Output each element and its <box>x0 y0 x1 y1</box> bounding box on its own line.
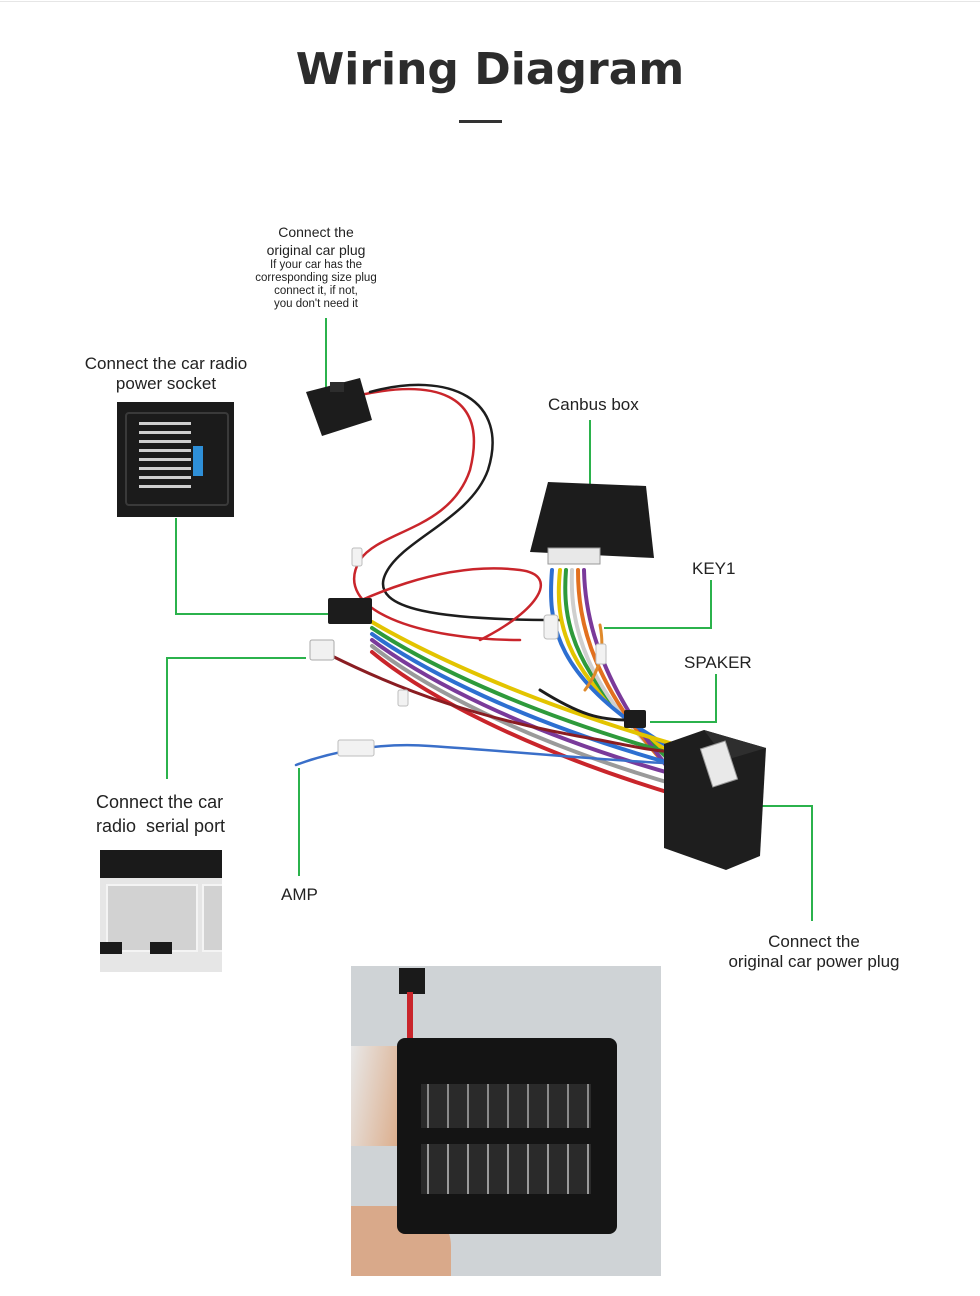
leader-key1 <box>604 580 712 629</box>
label-original-plug-note4: you don't need it <box>273 298 359 310</box>
label-original-plug-note1: If your car has the <box>269 259 363 271</box>
leader-serial-port <box>166 657 306 779</box>
main-power-connector <box>664 730 766 870</box>
label-original-plug-line2: original car plug <box>266 242 366 258</box>
page-title: Wiring Diagram <box>295 44 685 95</box>
label-power-plug-line2: original car power plug <box>728 952 900 971</box>
label-original-plug-line1: Connect the <box>278 224 354 240</box>
label-amp: AMP <box>281 885 318 904</box>
label-speaker: SPAKER <box>684 653 752 672</box>
canbus-box <box>530 482 654 565</box>
label-serial-port: Connect the car radio serial port <box>96 790 225 838</box>
title-underline <box>459 120 502 123</box>
leader-power-socket <box>175 518 330 615</box>
wire-red-top <box>352 387 522 642</box>
wire-red-loop <box>328 567 542 642</box>
serial-port-photo <box>100 850 222 972</box>
label-power-socket: Connect the car radio power socket <box>60 354 272 394</box>
label-power-socket-line2: power socket <box>115 374 217 393</box>
cable-tags <box>337 547 607 757</box>
label-serial-port-line1: Connect the car <box>96 792 224 812</box>
label-power-plug-line1: Connect the <box>768 932 860 951</box>
socket-connector <box>328 598 372 624</box>
serial-connector <box>309 639 335 661</box>
label-key1: KEY1 <box>692 559 736 578</box>
wire-serial <box>328 653 682 754</box>
label-original-plug: Connect the original car plug If your ca… <box>236 223 396 311</box>
label-power-plug: Connect the original car power plug <box>712 932 916 972</box>
leader-speaker <box>650 674 717 723</box>
label-original-plug-note2: corresponding size plug <box>255 272 377 284</box>
wire-speaker <box>538 688 630 722</box>
top-divider <box>0 1 980 2</box>
wire-harness <box>294 383 690 798</box>
label-canbus: Canbus box <box>548 395 639 414</box>
wire-black-top <box>368 383 562 622</box>
speaker-connector <box>624 710 646 728</box>
label-power-socket-line1: Connect the car radio <box>84 354 248 373</box>
label-serial-port-line2: radio serial port <box>96 816 226 836</box>
original-plug-connector <box>306 378 372 436</box>
label-original-plug-note3: connect it, if not, <box>274 285 358 297</box>
power-socket-photo <box>117 402 234 517</box>
leader-lines <box>166 318 813 921</box>
power-plug-photo <box>351 966 661 1276</box>
